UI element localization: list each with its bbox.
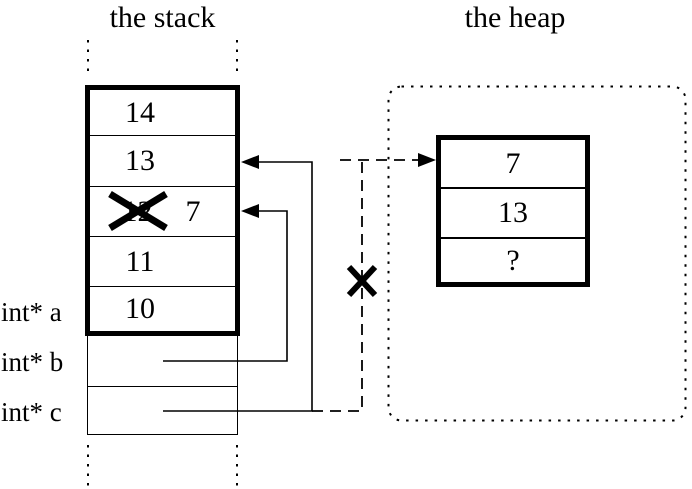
pointer-b-arrowhead-icon (241, 204, 259, 218)
pointer-c-cell (88, 387, 237, 435)
stack-cell-value: 14 (125, 95, 155, 129)
stack-cell-new-value: 7 (185, 194, 201, 228)
cross-out-icon (346, 264, 378, 298)
stack-cell: 13 (90, 135, 235, 186)
dangling-heap-pointer-dashed-line (312, 162, 363, 412)
stack-cell-value: 11 (125, 244, 155, 278)
pointer-b-cell (88, 336, 237, 387)
heap-cell: 7 (441, 140, 585, 187)
heap-cell-value: ? (506, 243, 520, 277)
stack-cell: 10 (90, 286, 235, 331)
stack-box: 14 13 12 7 11 10 (85, 85, 240, 336)
stack-cell: 14 (90, 90, 235, 135)
stack-cell-crossed-out: 12 7 (90, 186, 235, 236)
dangling-heap-pointer-arrowhead-icon (418, 153, 436, 167)
heap-title: the heap (464, 1, 566, 34)
stack-title: the stack (109, 1, 216, 34)
pointer-label-b: int* b (1, 347, 64, 377)
pointer-label-a: int* a (1, 297, 62, 327)
stack-cell-value: 13 (125, 144, 155, 177)
stack-cell-value: 10 (125, 292, 155, 325)
pointer-variable-rows (87, 336, 238, 435)
heap-cell: 13 (441, 187, 585, 237)
heap-cell-value: 7 (505, 146, 521, 180)
heap-box: 7 13 ? (436, 135, 590, 287)
pointer-label-c: int* c (1, 397, 62, 427)
pointer-c-arrowhead-icon (241, 155, 259, 169)
stack-cell-old-value: 12 (122, 194, 153, 228)
stack-cell: 11 (90, 236, 235, 286)
heap-cell-value: 13 (498, 196, 528, 229)
heap-cell: ? (441, 237, 585, 282)
